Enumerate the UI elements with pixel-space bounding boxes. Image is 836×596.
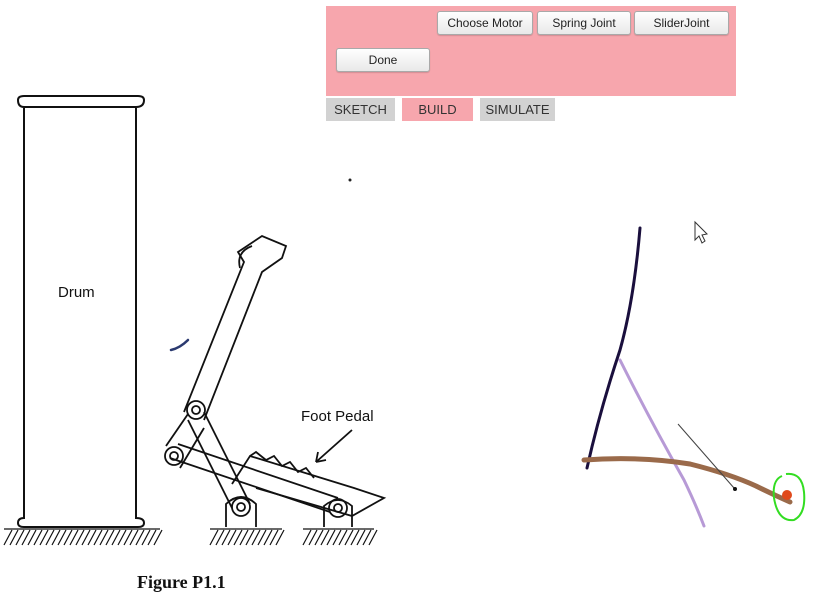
tab-sketch[interactable]: SKETCH [326, 98, 395, 121]
sketch-green-circle[interactable] [772, 472, 806, 522]
sketch-diagonal-stroke[interactable] [618, 358, 706, 528]
spring-joint-button[interactable]: Spring Joint [537, 11, 631, 35]
sketch-upright-stroke[interactable] [585, 226, 642, 470]
sketch-thin-stroke-end-dot [733, 487, 737, 491]
drum-label: Drum [58, 284, 95, 301]
figure-caption: Figure P1.1 [137, 572, 226, 592]
arrow-cursor-icon [694, 220, 709, 244]
slider-joint-button[interactable]: SliderJoint [634, 11, 729, 35]
sketch-horizontal-stroke[interactable] [581, 456, 793, 505]
choose-motor-button[interactable]: Choose Motor [437, 11, 533, 35]
tab-simulate[interactable]: SIMULATE [480, 98, 555, 121]
done-button[interactable]: Done [336, 48, 430, 72]
stray-stroke [169, 338, 190, 352]
stray-dot [348, 178, 352, 182]
tab-build[interactable]: BUILD [402, 98, 473, 121]
foot-pedal-label: Foot Pedal [301, 408, 374, 425]
build-toolbar: Choose Motor Spring Joint SliderJoint Do… [326, 6, 736, 96]
joint-dot[interactable] [782, 490, 792, 500]
sketch-thin-stroke[interactable] [677, 423, 735, 489]
ground-hatching [3, 528, 378, 546]
drum-drawing [16, 95, 146, 528]
brake-mechanism [164, 234, 387, 527]
